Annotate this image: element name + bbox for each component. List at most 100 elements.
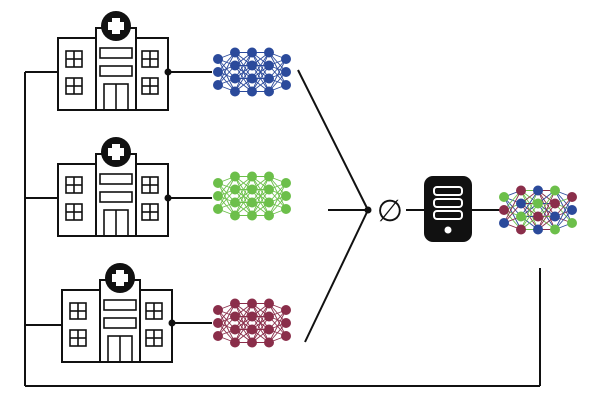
nn-node [516, 224, 526, 235]
nn-node [281, 54, 291, 64]
nn-node [247, 47, 257, 58]
nn-node [247, 184, 257, 195]
nn-edge [537, 203, 556, 230]
aggregation-symbol: ∅ [377, 194, 403, 229]
nn-edge [251, 52, 270, 92]
nn-node [230, 73, 240, 84]
nn-edge [251, 52, 270, 79]
nn-node [230, 47, 240, 58]
nn-node [264, 184, 274, 195]
nn-node [281, 204, 291, 214]
nn-edge [251, 189, 270, 216]
nn-node [264, 47, 274, 58]
nn-node [230, 60, 240, 71]
nn-node [264, 197, 274, 208]
nn-edge [268, 309, 287, 343]
nn-node [550, 224, 560, 235]
nn-node [247, 60, 257, 71]
nn-node [247, 210, 257, 221]
nn-node [499, 218, 509, 228]
nn-node [247, 324, 257, 335]
nn-edge [251, 176, 270, 203]
nn-node [264, 86, 274, 97]
nn-node [550, 211, 560, 222]
nn-edge [251, 303, 270, 330]
nn-node [516, 198, 526, 209]
local-model-icon [213, 47, 291, 97]
nn-node [264, 324, 274, 335]
nn-edge [503, 190, 522, 224]
nn-node [567, 218, 577, 228]
global-model-icon [499, 185, 577, 235]
nn-node [264, 311, 274, 322]
nn-edge [251, 176, 270, 216]
nn-edge [234, 176, 253, 216]
hospital-model-connectors [164, 68, 212, 327]
nn-node [533, 224, 543, 235]
nn-node [213, 191, 223, 201]
nn-node [213, 54, 223, 64]
nn-node [516, 211, 526, 222]
nn-edge [234, 303, 253, 330]
nn-node [567, 205, 577, 215]
nn-edge [520, 190, 539, 230]
nn-node [230, 311, 240, 322]
nn-node [230, 86, 240, 97]
nn-node [281, 191, 291, 201]
nn-edge [537, 190, 556, 230]
nn-node [213, 80, 223, 90]
nn-node [550, 198, 560, 209]
nn-node [264, 210, 274, 221]
nn-edge [234, 316, 253, 343]
nn-edge [251, 65, 270, 92]
nn-node [264, 337, 274, 348]
nn-edge [234, 176, 253, 203]
nn-node [264, 171, 274, 182]
hospital-icon [61, 263, 173, 363]
nn-edge [268, 58, 287, 92]
local-model-icon [213, 298, 291, 348]
nn-edge [251, 316, 270, 343]
hospital-icon [57, 137, 169, 237]
local-model-icon [213, 171, 291, 221]
nn-edge [520, 203, 539, 230]
nn-node [247, 197, 257, 208]
nn-node [230, 298, 240, 309]
nn-node [281, 67, 291, 77]
nn-node [533, 185, 543, 196]
nn-node [230, 184, 240, 195]
feedback-loop [24, 71, 541, 387]
nn-edge [520, 190, 539, 217]
nn-node [264, 60, 274, 71]
nn-node [247, 86, 257, 97]
nn-edge [234, 65, 253, 92]
nn-node [213, 204, 223, 214]
nn-node [230, 171, 240, 182]
nn-node [213, 331, 223, 341]
nn-edge [217, 176, 236, 210]
nn-node [230, 337, 240, 348]
nn-node [281, 80, 291, 90]
nn-node [213, 318, 223, 328]
nn-node [230, 324, 240, 335]
nn-node [213, 67, 223, 77]
nn-edge [217, 52, 236, 86]
nn-node [247, 298, 257, 309]
nn-node [499, 192, 509, 202]
nn-node [281, 331, 291, 341]
nn-node [567, 192, 577, 202]
nn-node [264, 298, 274, 309]
nn-edge [234, 52, 253, 92]
nn-node [516, 185, 526, 196]
nn-edge [234, 303, 253, 343]
nn-node [213, 305, 223, 315]
server-icon [424, 176, 472, 242]
nn-node [230, 210, 240, 221]
nn-edge [251, 303, 270, 343]
hospital-icon [57, 11, 169, 111]
nn-node [533, 211, 543, 222]
nn-node [281, 318, 291, 328]
nn-node [247, 337, 257, 348]
